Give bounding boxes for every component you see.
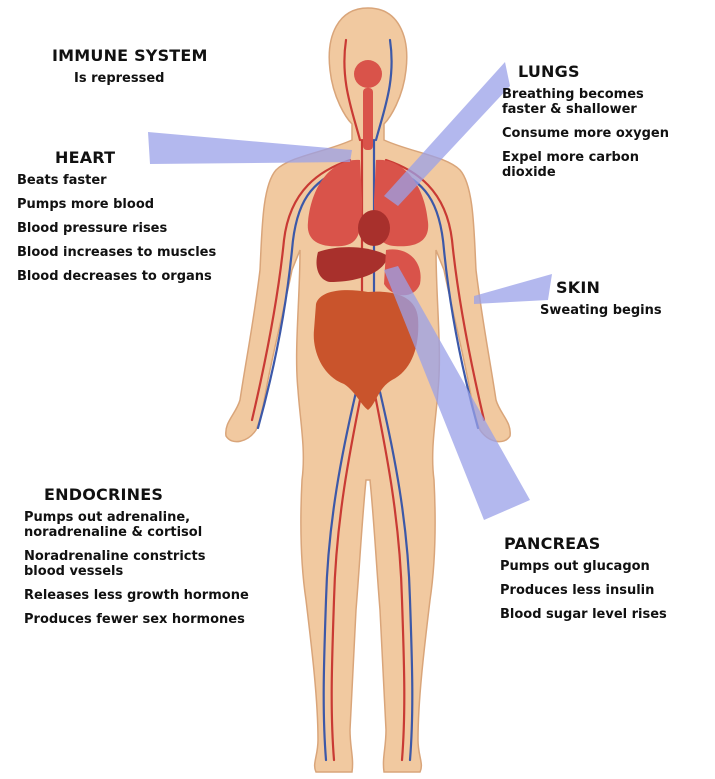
skin-label-group: SKIN Sweating begins [540, 278, 662, 327]
lungs-label-group: LUNGS Breathing becomes faster & shallow… [502, 62, 669, 189]
heart-label-group: HEART Beats faster Pumps more blood Bloo… [17, 148, 216, 293]
pancreas-item: Blood sugar level rises [500, 607, 667, 622]
heart-item: Pumps more blood [17, 197, 216, 212]
endocrines-item: Pumps out adrenaline, noradrenaline & co… [24, 510, 249, 540]
heart-item: Blood increases to muscles [17, 245, 216, 260]
endocrines-item: Produces fewer sex hormones [24, 612, 249, 627]
skin-title: SKIN [556, 278, 662, 297]
lungs-item: Expel more carbon dioxide [502, 150, 669, 180]
heart-item: Blood decreases to organs [17, 269, 216, 284]
lungs-item: Consume more oxygen [502, 126, 669, 141]
pancreas-title: PANCREAS [504, 534, 667, 553]
pancreas-label-group: PANCREAS Pumps out glucagon Produces les… [500, 534, 667, 631]
brain-organ [354, 60, 382, 88]
endocrines-label-group: ENDOCRINES Pumps out adrenaline, noradre… [24, 485, 249, 636]
heart-item: Beats faster [17, 173, 216, 188]
skin-item: Sweating begins [540, 303, 662, 318]
heart-title: HEART [55, 148, 216, 167]
immune-title: IMMUNE SYSTEM [52, 46, 208, 65]
heart-item: Blood pressure rises [17, 221, 216, 236]
lungs-title: LUNGS [518, 62, 669, 81]
immune-item: Is repressed [74, 71, 208, 86]
heart-organ [358, 210, 390, 246]
pancreas-item: Pumps out glucagon [500, 559, 667, 574]
organs [308, 60, 428, 410]
endocrines-title: ENDOCRINES [44, 485, 249, 504]
trachea-organ [363, 88, 373, 150]
lungs-item: Breathing becomes faster & shallower [502, 87, 669, 117]
immune-label-group: IMMUNE SYSTEM Is repressed [52, 46, 208, 95]
endocrines-item: Releases less growth hormone [24, 588, 249, 603]
pancreas-item: Produces less insulin [500, 583, 667, 598]
endocrines-item: Noradrenaline constricts blood vessels [24, 549, 249, 579]
